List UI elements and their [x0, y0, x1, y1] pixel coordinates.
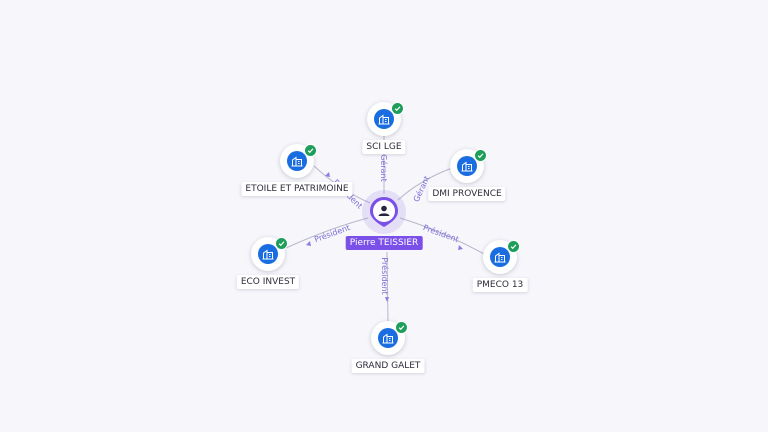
company-name-label: DMI PROVENCE	[428, 187, 506, 201]
arrow-eco-invest	[306, 241, 311, 246]
edge-label-grand-galet: Président	[380, 257, 390, 294]
verified-check-icon	[507, 240, 520, 253]
arrow-grand-galet	[385, 297, 389, 302]
edge-label-pmeco-13: Président	[422, 222, 460, 244]
building-icon	[378, 328, 398, 348]
building-icon	[457, 156, 477, 176]
building-icon	[490, 247, 510, 267]
company-name-label: PMECO 13	[472, 278, 528, 292]
person-name-label: Pierre TEISSIER	[345, 236, 423, 250]
company-name-label: ETOILE ET PATRIMOINE	[241, 182, 353, 196]
person-icon	[370, 197, 398, 227]
edge-label-sci-lge: Gérant	[379, 154, 389, 182]
arrow-pmeco-13	[458, 245, 463, 250]
verified-check-icon	[395, 321, 408, 334]
building-icon	[374, 109, 394, 129]
verified-check-icon	[304, 144, 317, 157]
verified-check-icon	[474, 149, 487, 162]
arrow-etoile-patrimoine	[325, 172, 330, 177]
company-name-label: GRAND GALET	[351, 359, 425, 373]
verified-check-icon	[275, 237, 288, 250]
edge-grand-galet: Président	[380, 251, 390, 323]
company-name-label: ECO INVEST	[236, 275, 300, 289]
verified-check-icon	[391, 102, 404, 115]
company-name-label: SCI LGE	[362, 140, 406, 154]
company-circle	[371, 321, 405, 355]
building-icon	[287, 151, 307, 171]
building-icon	[258, 244, 278, 264]
